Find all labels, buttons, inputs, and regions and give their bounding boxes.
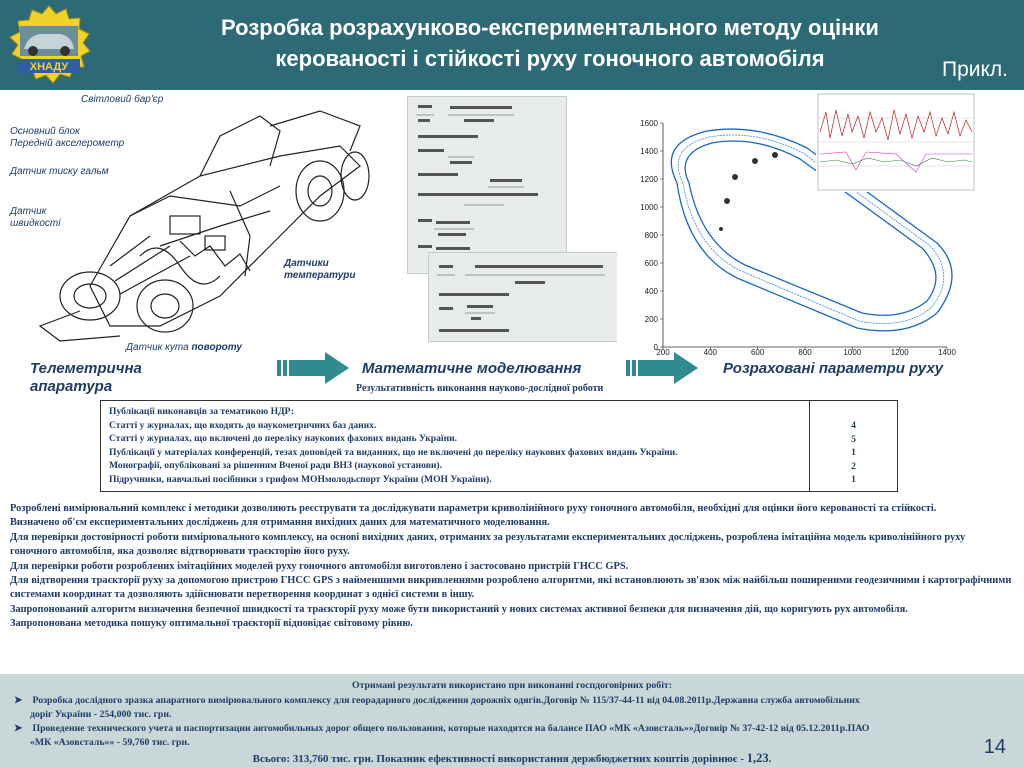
summary-paragraph: Розроблені вимірювальний комплекс і мето… bbox=[10, 503, 937, 514]
flow-results-label: Розраховані параметри руху bbox=[723, 360, 944, 377]
x-tick-label: 600 bbox=[751, 348, 765, 356]
publications-table: Публікації виконавців за тематикою НДР: … bbox=[100, 400, 898, 492]
footer-contract-2: ➤ Проведение технического учета и паспор… bbox=[14, 722, 1004, 749]
y-tick-label: 200 bbox=[645, 315, 659, 324]
label-temperature-sensors: Датчики температури bbox=[284, 258, 355, 282]
formula-block-2 bbox=[428, 252, 618, 342]
summary-paragraph: Запропонований алгоритм визначення безпе… bbox=[10, 603, 908, 615]
flow-arrow-1 bbox=[277, 352, 349, 384]
publication-line: Статті у журналах, що включені до перелі… bbox=[109, 433, 458, 445]
publication-count: 1 bbox=[851, 474, 856, 486]
footer-contract-2-line-1: Проведение технического учета и паспорти… bbox=[30, 723, 870, 734]
formula-equations-2 bbox=[437, 265, 605, 332]
track-outer-boundary bbox=[670, 128, 953, 332]
label-temperature-sensors-line-2: температури bbox=[284, 270, 356, 281]
telemetry-plot bbox=[816, 92, 976, 192]
y-tick-label: 400 bbox=[645, 287, 659, 296]
label-light-barrier: Світловий бар'єр bbox=[81, 94, 164, 105]
publication-count: 1 bbox=[851, 447, 856, 459]
race-car-drawing bbox=[38, 110, 370, 342]
publication-line: Публікації виконавців за тематикою НДР: bbox=[109, 406, 295, 417]
publication-count: 4 bbox=[851, 420, 856, 431]
x-tick-label: 1200 bbox=[891, 348, 909, 356]
footer-contract-1-line-1: Розробка дослідного зразка апаратного ви… bbox=[30, 695, 860, 706]
label-steering-angle: Датчик кута повороту bbox=[126, 342, 242, 354]
track-trajectory bbox=[677, 134, 945, 324]
footer-title: Отримані результати використано при вико… bbox=[351, 680, 673, 691]
label-speed-sensor-line-2: швидкості bbox=[10, 218, 61, 229]
flow-telemetry-label: Телеметрична апаратура bbox=[30, 360, 142, 396]
formula-equations-1 bbox=[416, 105, 538, 260]
summary-paragraph: Визначено об'єм експериментальних дослід… bbox=[10, 517, 550, 529]
label-steering-angle-part-1: Датчик кута bbox=[126, 342, 192, 353]
summary-text: Розроблені вимірювальний комплекс і мето… bbox=[10, 502, 1014, 632]
arrow-bullet-icon: ➤ bbox=[14, 723, 23, 734]
y-tick-label: 800 bbox=[645, 231, 659, 240]
publication-line: Підручники, навчальні посібники з грифом… bbox=[109, 473, 492, 485]
flow-telemetry-line-1: Телеметрична bbox=[30, 360, 142, 377]
footer-total-value: 1,23 bbox=[746, 751, 769, 765]
flow-telemetry-line-2: апаратура bbox=[30, 378, 113, 395]
label-main-unit: Основний блок bbox=[10, 126, 80, 137]
summary-paragraph: Для перевірки роботи розроблених імітаці… bbox=[10, 560, 629, 572]
footer-total-prefix: Всього: 313,760 тис. грн. Показник ефект… bbox=[252, 753, 747, 765]
footer-total: Всього: 313,760 тис. грн. Показник ефект… bbox=[0, 751, 1024, 766]
y-tick-label: 1400 bbox=[640, 147, 658, 156]
university-logo: ХНАДУ bbox=[9, 5, 91, 84]
label-speed-sensor: Датчик швидкості bbox=[10, 206, 60, 230]
results-caption: Результативність виконання науково-дослі… bbox=[356, 383, 604, 394]
y-tick-label: 600 bbox=[645, 259, 659, 268]
flow-math-label: Математичне моделювання bbox=[362, 360, 582, 377]
y-tick-label: 0 bbox=[654, 343, 659, 352]
publications-descriptions: Публікації виконавців за тематикою НДР: … bbox=[100, 400, 810, 492]
y-tick-label: 1600 bbox=[640, 119, 658, 128]
publication-line: Монографії, опубліковані за рішенням Вче… bbox=[109, 460, 443, 472]
footer-contract-1-line-2: доріг України - 254,000 тис. грн. bbox=[30, 708, 172, 720]
footer-panel: Отримані результати використано при вико… bbox=[0, 674, 1024, 768]
x-tick-label: 200 bbox=[656, 348, 670, 356]
footer-contract-1: ➤ Розробка дослідного зразка апаратного … bbox=[14, 694, 1004, 721]
x-tick-label: 400 bbox=[704, 348, 718, 356]
publications-counts: 4 5 1 2 1 bbox=[809, 400, 898, 492]
label-temperature-sensors-line-1: Датчики bbox=[284, 258, 329, 269]
summary-paragraph: Для перевірки достовірності роботи вимір… bbox=[10, 531, 966, 558]
title-line-2: керованості і стійкості руху гоночного а… bbox=[275, 46, 825, 71]
x-tick-label: 800 bbox=[798, 348, 812, 356]
arrow-bullet-icon: ➤ bbox=[14, 695, 23, 706]
footer-contract-2-line-2: «МК «Азовсталь»» - 59,760 тис. грн. bbox=[30, 736, 190, 748]
publication-line: Статті у журналах, що входять до наукоме… bbox=[109, 419, 377, 431]
slide-header: ХНАДУ Розробка розрахунково-експеримента… bbox=[0, 0, 1024, 90]
title-line-1: Розробка розрахунково-експериментального… bbox=[221, 15, 879, 40]
flow-arrow-2 bbox=[626, 352, 698, 384]
x-tick-label: 1400 bbox=[938, 348, 956, 356]
track-inner-boundary bbox=[684, 140, 937, 316]
summary-paragraph: Запропонована методика пошуку оптимально… bbox=[10, 618, 413, 630]
label-speed-sensor-line-1: Датчик bbox=[10, 206, 47, 217]
label-front-accelerometer: Передній акселерометр bbox=[10, 138, 125, 149]
footer-total-suffix: . bbox=[768, 753, 772, 765]
publication-line: Публікації у матеріалах конференцій, тез… bbox=[109, 446, 678, 458]
y-tick-label: 1000 bbox=[640, 203, 658, 212]
publication-count: 2 bbox=[851, 460, 856, 472]
publication-count: 5 bbox=[851, 433, 856, 445]
label-brake-pressure: Датчик тиску гальм bbox=[10, 166, 109, 177]
logo-text: ХНАДУ bbox=[30, 61, 69, 73]
page-number: 14 bbox=[983, 736, 1006, 758]
label-steering-angle-part-2: повороту bbox=[191, 342, 242, 353]
x-tick-label: 1000 bbox=[843, 348, 861, 356]
summary-paragraph: Для відтворення траєкторії руху за допом… bbox=[10, 575, 1012, 601]
formula-block-1 bbox=[407, 96, 567, 274]
slide-title: Розробка розрахунково-експериментального… bbox=[120, 12, 980, 74]
y-tick-label: 1200 bbox=[640, 175, 658, 184]
publications-row: Публікації виконавців за тематикою НДР: … bbox=[100, 400, 898, 492]
example-label: Прикл. bbox=[941, 58, 1008, 81]
